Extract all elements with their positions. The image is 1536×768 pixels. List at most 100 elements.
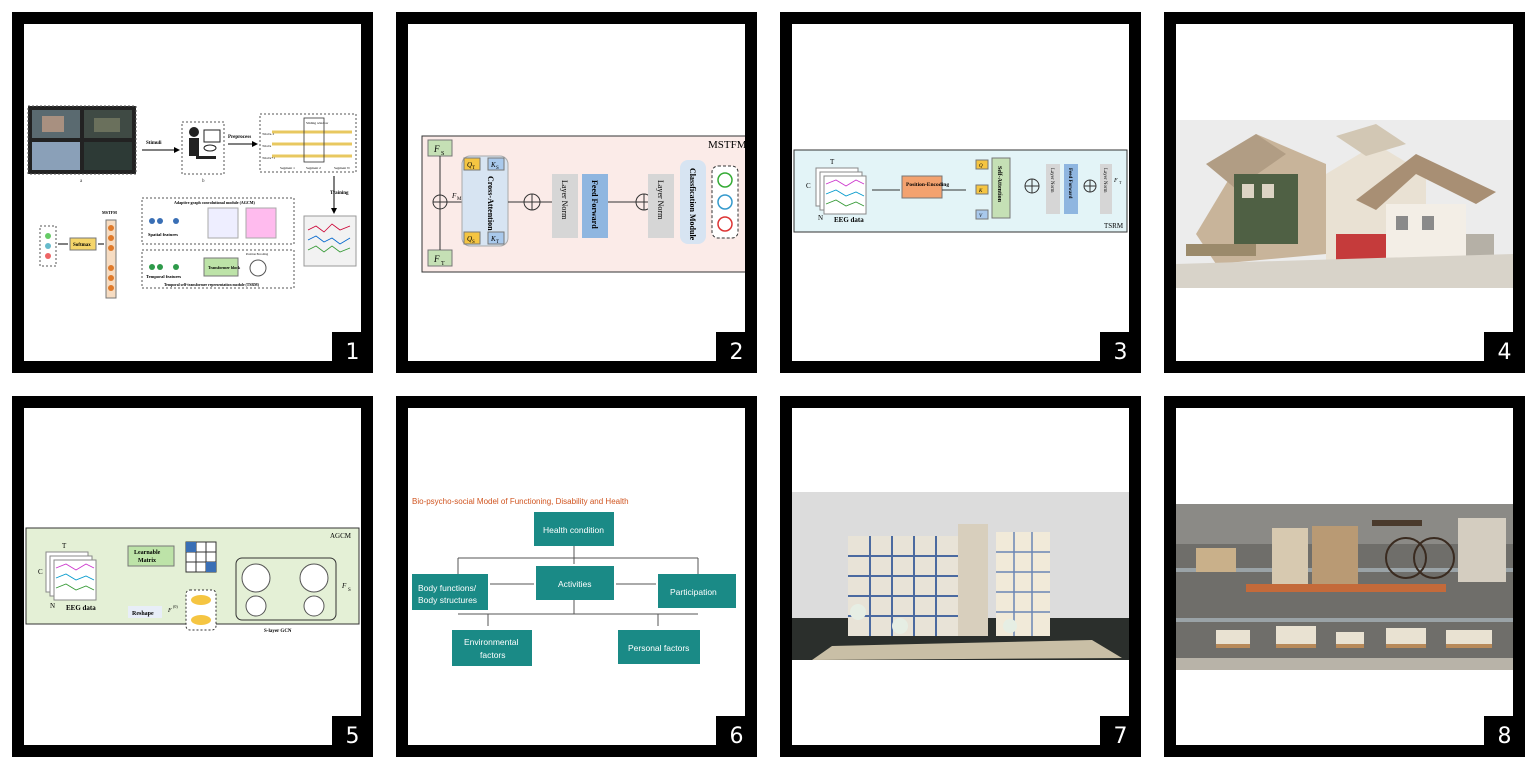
softmax-label: Softmax [73,243,91,248]
tile-number-badge: 4 [1484,332,1525,373]
tsrm-title: TSRM [1104,222,1124,230]
tile-8[interactable]: 8 [1164,396,1525,757]
t-label: T [62,542,67,550]
mstfm-title: MSTFM [708,139,745,151]
environmental-line2: factors [480,650,506,660]
cross-attention-label: Cross-Attention [486,176,495,231]
training-label: Training [330,191,349,196]
feed-forward: Feed Forward [1067,168,1072,199]
tile-4[interactable]: 4 [1164,12,1525,373]
trial-k-plus-1-label: Trial k+1 [262,156,275,160]
gcn-label: S-layer GCN [264,629,292,634]
tile-6[interactable]: Bio-psycho-social Model of Functioning, … [396,396,757,757]
tile-7-image [792,408,1129,745]
matrix-label: Matrix [138,558,156,564]
activities-box: Activities [558,579,592,589]
tsrm-label: Temporal self-transformer representation… [164,283,260,287]
svg-text:a: a [80,179,83,184]
tile-1-image: a Stimuli b Preprocess Sliding window Tr… [24,24,361,361]
kt-label: K [490,235,496,243]
ft-label: F [433,254,440,264]
agcm-label: Adaptive graph convolutional module (AGC… [174,200,256,205]
qs-sub: T [472,166,475,171]
tile-8-image [1176,408,1513,745]
ks-sub: S [496,166,499,171]
reshape-label: Reshape [132,611,154,617]
fs-label: F [341,582,347,590]
qs-label: Q [467,161,472,169]
icf-title: Bio-psycho-social Model of Functioning, … [412,497,629,506]
spatial-features-label: Spatial features [148,232,178,237]
tile-5[interactable]: AGCM T C N EEG data Learnable Matrix Res… [12,396,373,757]
mstfm-label: MSTFM [102,210,117,215]
q-label: Q [979,164,983,169]
ft-sub: T [441,261,445,267]
c-label: C [806,182,811,190]
ft-sub: T [1119,180,1122,185]
sliding-window-label: Sliding window [306,121,329,125]
learnable-label: Learnable [134,550,161,556]
transformer-block-label: Transformer block [208,265,241,270]
v-label: V [979,214,983,219]
tile-6-image: Bio-psycho-social Model of Functioning, … [408,408,745,745]
fm-label: F [451,192,457,200]
ft-label: F [1113,178,1118,184]
tile-number-badge: 7 [1100,716,1141,757]
body-functions-line2: Body structures [418,595,477,605]
feed-forward: Feed Forward [590,180,599,229]
f0-sup: (0) [173,604,178,609]
body-functions-line1: Body functions/ [418,583,477,593]
position-encoding: Position-Encoding [906,182,949,188]
k-label: K [978,189,983,194]
stimuli-label: Stimuli [146,141,162,146]
temporal-features-label: Temporal features [146,274,181,279]
tile-number-badge: 5 [332,716,373,757]
ks-label: K [490,161,496,169]
tile-number-badge: 6 [716,716,757,757]
layer-norm-2: Layer Norm [656,180,665,220]
segment2-label: Segment 2 [306,166,321,170]
n-label: N [50,602,55,610]
tile-2-image: MSTFM F S F T F M Q T K S Q S K T [408,24,745,361]
layer-norm-1: Layer Norm [560,180,569,220]
svg-text:b: b [202,179,205,184]
environmental-line1: Environmental [464,637,518,647]
classification-module: Classfication Module [688,168,697,241]
trial-k-label: Trial k [262,144,272,148]
self-attention: Self-Attention [996,166,1002,203]
tile-2[interactable]: MSTFM F S F T F M Q T K S Q S K T [396,12,757,373]
tile-number-badge: 3 [1100,332,1141,373]
layer-norm-1: Layer Norm [1049,168,1054,193]
agcm-title: AGCM [330,532,352,540]
tile-7[interactable]: 7 [780,396,1141,757]
layer-norm-2: Layer Norm [1102,168,1107,193]
eeg-data-label: EEG data [66,604,96,612]
fs-sub: S [348,588,351,593]
qt-sub: S [472,240,475,245]
tile-5-image: AGCM T C N EEG data Learnable Matrix Res… [24,408,361,745]
tile-3-image: TSRM T C N EEG data Position-Encoding Q … [792,24,1129,361]
segment1-label: Segment 1 [280,166,295,170]
tile-number-badge: 8 [1484,716,1525,757]
fs-label: F [433,144,440,154]
health-condition-box: Health condition [543,525,604,535]
segmentN-label: Segment N [334,166,350,170]
trial-k-minus-1-label: Trial k-1 [262,132,274,136]
fm-sub: M [457,197,462,202]
qt-label: Q [467,235,472,243]
tile-4-image [1176,24,1513,361]
eeg-data-label: EEG data [834,216,864,224]
tile-number-badge: 1 [332,332,373,373]
position-encoding-label: Position Encoding [246,252,269,256]
tile-3[interactable]: TSRM T C N EEG data Position-Encoding Q … [780,12,1141,373]
c-label: C [38,568,43,576]
kt-sub: T [496,240,499,245]
n-label: N [818,214,823,222]
fs-sub: S [441,151,444,157]
preprocess-label: Preprocess [228,135,251,140]
t-label: T [830,158,835,166]
f0-label: F [167,608,172,614]
participation-box: Participation [670,587,717,597]
tile-1[interactable]: a Stimuli b Preprocess Sliding window Tr… [12,12,373,373]
personal-factors-box: Personal factors [628,643,689,653]
